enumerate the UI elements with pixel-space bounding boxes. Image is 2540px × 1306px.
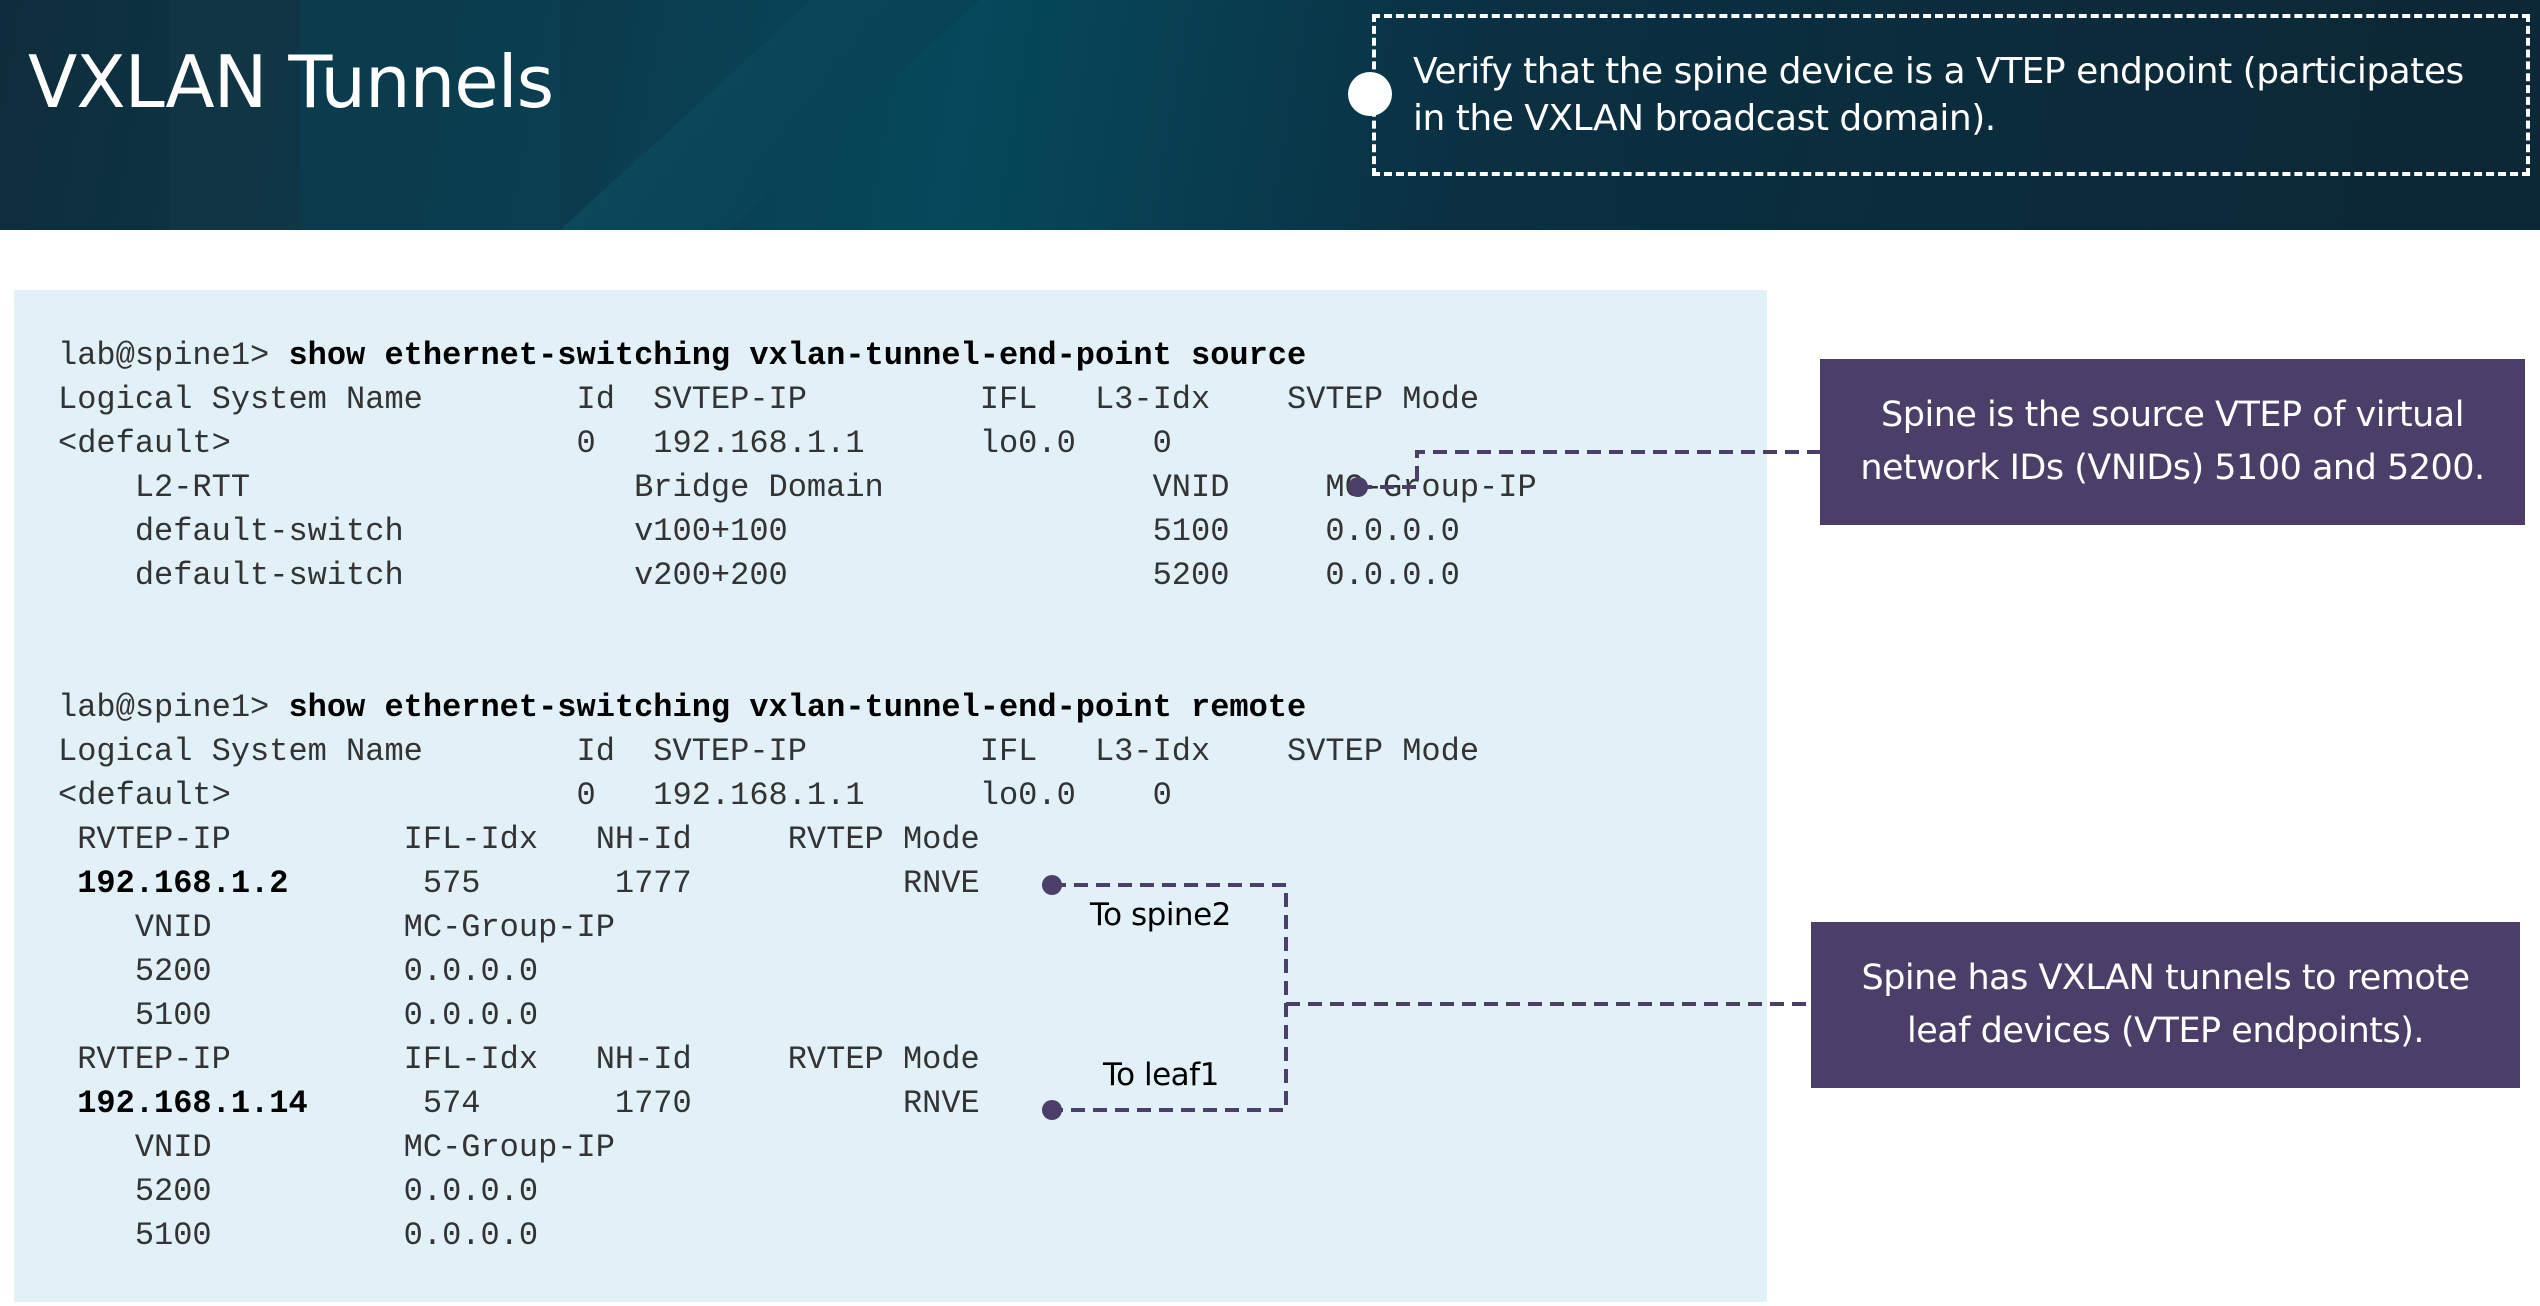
tunnel-values: 575 1777 RNVE [288, 865, 980, 902]
tunnel-values: 574 1770 RNVE [307, 1085, 980, 1122]
spine2-connector [1052, 883, 1288, 1112]
callout-text: Verify that the spine device is a VTEP e… [1413, 51, 2464, 139]
vnid-row: 5200 0.0.0.0 [58, 953, 539, 990]
tunnel-column-header: RVTEP-IP IFL-Idx NH-Id RVTEP Mode [58, 821, 980, 858]
remote-line: <default> 0 192.168.1.1 lo0.0 0 [58, 777, 1172, 814]
source-line: L2-RTT Bridge Domain VNID MC-Group-IP [58, 469, 1537, 506]
to-leaf1-label: To leaf1 [1103, 1057, 1219, 1093]
vnid-row: 5200 0.0.0.0 [58, 1173, 539, 1210]
to-spine2-label: To spine2 [1090, 897, 1231, 933]
vnid-header: VNID MC-Group-IP [58, 1129, 615, 1166]
command: show ethernet-switching vxlan-tunnel-end… [288, 337, 1307, 374]
command: show ethernet-switching vxlan-tunnel-end… [288, 689, 1307, 726]
source-line: default-switch v200+200 5200 0.0.0.0 [58, 557, 1460, 594]
vnid-header: VNID MC-Group-IP [58, 909, 615, 946]
terminal-output [14, 290, 1767, 1302]
source-line: Logical System Name Id SVTEP-IP IFL L3-I… [58, 381, 1480, 418]
bullet-icon [1348, 72, 1392, 116]
remote-line: Logical System Name Id SVTEP-IP IFL L3-I… [58, 733, 1480, 770]
leaf1-dot-icon [1042, 1100, 1062, 1120]
vnid-dot-icon [1348, 477, 1368, 497]
tunnel-row: 192.168.1.2 575 1777 RNVE [58, 864, 980, 904]
vnid-row: 5100 0.0.0.0 [58, 997, 539, 1034]
remote-command-line: lab@spine1> show ethernet-switching vxla… [58, 688, 1306, 728]
header-facet-1 [170, 0, 300, 230]
tunnel-row: 192.168.1.14 574 1770 RNVE [58, 1084, 980, 1124]
source-vtep-annotation: Spine is the source VTEP of virtual netw… [1820, 359, 2525, 525]
source-command-line: lab@spine1> show ethernet-switching vxla… [58, 336, 1306, 376]
source-line: <default> 0 192.168.1.1 lo0.0 0 [58, 425, 1172, 462]
rvtep-ip: 192.168.1.2 [58, 865, 289, 902]
source-line: default-switch v100+100 5100 0.0.0.0 [58, 513, 1460, 550]
spine2-dot-icon [1042, 875, 1062, 895]
prompt: lab@spine1> [58, 337, 289, 374]
page-title: VXLAN Tunnels [28, 40, 554, 124]
slide-header [0, 0, 2540, 230]
rvtep-ip: 192.168.1.14 [58, 1085, 308, 1122]
header-facet-3 [300, 0, 560, 230]
vnid-row: 5100 0.0.0.0 [58, 1217, 539, 1254]
source-connector [1358, 450, 1820, 489]
tunnel-column-header: RVTEP-IP IFL-Idx NH-Id RVTEP Mode [58, 1041, 980, 1078]
prompt: lab@spine1> [58, 689, 289, 726]
remote-tunnels-annotation: Spine has VXLAN tunnels to remote leaf d… [1811, 922, 2520, 1088]
